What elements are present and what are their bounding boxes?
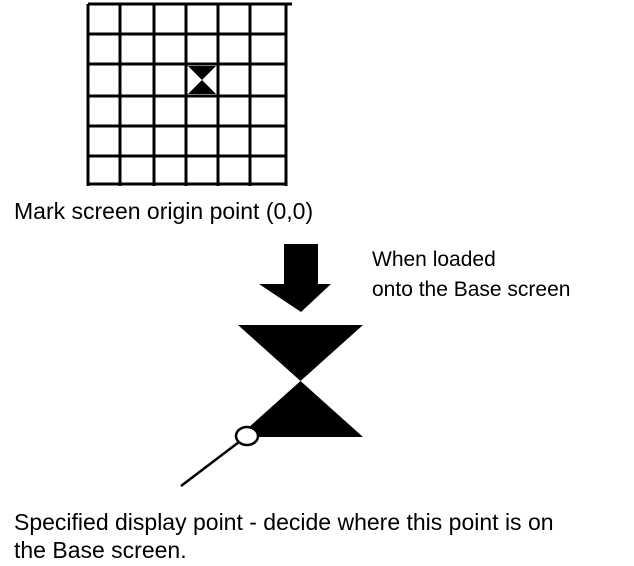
loaded-note-line-1: When loaded xyxy=(372,248,496,271)
specified-caption-line-2: the Base screen. xyxy=(14,537,187,563)
loaded-note: When loaded onto the Base screen xyxy=(372,245,570,305)
display-point-circle xyxy=(234,425,260,447)
large-hourglass-mark xyxy=(238,325,363,437)
mark-screen-grid xyxy=(86,2,292,186)
specified-point-caption: Specified display point - decide where t… xyxy=(14,508,634,564)
loaded-note-line-2: onto the Base screen xyxy=(372,278,571,301)
specified-caption-line-1: Specified display point - decide where t… xyxy=(14,509,554,535)
origin-caption: Mark screen origin point (0,0) xyxy=(14,198,314,224)
down-arrow-icon xyxy=(259,244,331,312)
pointer-line xyxy=(180,441,240,487)
small-hourglass-mark xyxy=(188,66,216,94)
